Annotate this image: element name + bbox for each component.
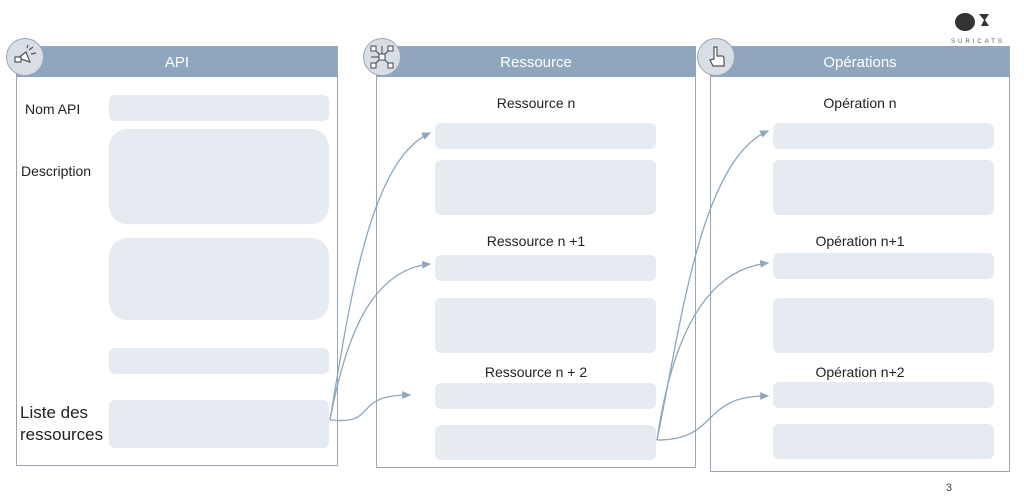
operations-panel: Opérations Opération n Opération n+1 Opé… bbox=[710, 46, 1010, 472]
resource-field-2a[interactable] bbox=[435, 383, 656, 409]
operation-field-2a[interactable] bbox=[773, 382, 994, 408]
resource-panel: Ressource Ressource n Ressource n +1 Res… bbox=[376, 46, 696, 468]
operations-panel-title: Opérations bbox=[823, 53, 897, 71]
operations-badge bbox=[697, 38, 735, 76]
logo-mark-icon bbox=[955, 13, 989, 31]
arrow-api-to-resource-n bbox=[329, 132, 432, 421]
api-description-label: Description bbox=[21, 163, 92, 179]
network-nodes-icon bbox=[370, 45, 394, 69]
arrow-resource-to-operation-n2 bbox=[656, 391, 770, 441]
arrow-resource-to-operation-n bbox=[656, 130, 770, 441]
arrow-api-to-resource-n1 bbox=[329, 260, 432, 421]
operation-field-2b[interactable] bbox=[773, 424, 994, 459]
resource-panel-header: Ressource bbox=[377, 47, 695, 77]
api-panel-title: API bbox=[164, 53, 190, 71]
operation-title-2: Opération n+2 bbox=[815, 364, 905, 380]
speaker-hand-icon bbox=[14, 44, 37, 63]
api-panel-header: API bbox=[17, 47, 337, 77]
resource-title-1: Ressource n +1 bbox=[486, 233, 586, 249]
resource-field-0a[interactable] bbox=[435, 123, 656, 149]
resource-field-1a[interactable] bbox=[435, 255, 656, 281]
api-name-label: Nom API bbox=[25, 101, 81, 117]
resource-field-2b[interactable] bbox=[435, 425, 656, 460]
operation-title-1: Opération n+1 bbox=[815, 233, 905, 249]
arrow-resource-to-operation-n1 bbox=[656, 259, 770, 441]
operation-title-0: Opération n bbox=[823, 95, 897, 111]
resource-title-2: Ressource n + 2 bbox=[484, 364, 588, 380]
resource-title-0: Ressource n bbox=[496, 95, 576, 111]
resource-field-1b[interactable] bbox=[435, 298, 656, 353]
pointing-hand-icon bbox=[709, 46, 725, 67]
api-resources-list-field[interactable] bbox=[109, 400, 329, 448]
logo: SURICATS bbox=[943, 8, 1013, 46]
operation-field-0a[interactable] bbox=[773, 123, 994, 149]
logo-text: SURICATS bbox=[951, 39, 1005, 45]
api-extra-field[interactable] bbox=[109, 348, 329, 374]
resource-field-0b[interactable] bbox=[435, 160, 656, 215]
api-name-field[interactable] bbox=[109, 95, 329, 121]
api-resources-list-label: Liste des ressources bbox=[20, 403, 104, 444]
api-panel: API Nom API Description Liste des ressou… bbox=[16, 46, 338, 466]
resource-badge bbox=[363, 38, 401, 76]
operation-field-1a[interactable] bbox=[773, 253, 994, 279]
resource-panel-title: Ressource bbox=[500, 53, 572, 71]
operation-field-1b[interactable] bbox=[773, 298, 994, 353]
operation-field-0b[interactable] bbox=[773, 160, 994, 215]
api-description-field-2[interactable] bbox=[109, 238, 329, 320]
arrow-api-to-resource-n2 bbox=[329, 391, 412, 422]
api-badge bbox=[6, 38, 44, 76]
api-description-field[interactable] bbox=[109, 129, 329, 224]
page-number: 3 bbox=[945, 482, 952, 494]
operations-panel-header: Opérations bbox=[711, 47, 1009, 77]
